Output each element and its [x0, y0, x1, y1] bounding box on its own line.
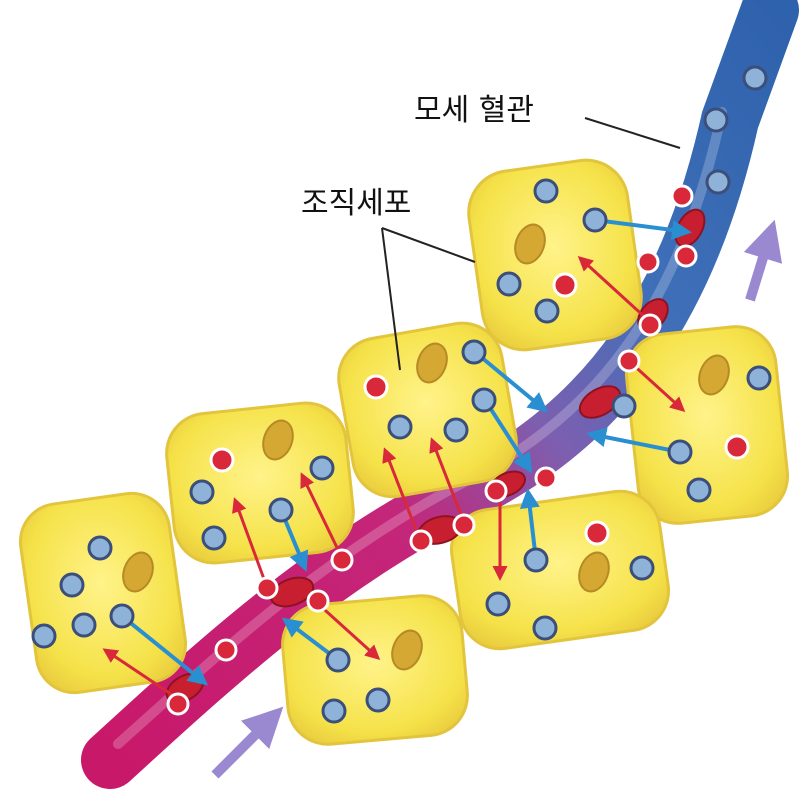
oxygen-molecule — [619, 351, 639, 371]
co2-molecule — [61, 574, 83, 596]
oxygen-molecule — [216, 640, 236, 660]
tissue-cell — [279, 592, 471, 747]
co2-molecule — [89, 537, 111, 559]
oxygen-molecule — [332, 550, 352, 570]
co2-molecule — [748, 367, 770, 389]
oxygen-molecule — [726, 436, 748, 458]
co2-molecule — [463, 341, 485, 363]
co2-molecule — [33, 625, 55, 647]
capillary-leader-line — [585, 118, 680, 148]
co2-molecule — [270, 499, 292, 521]
co2-molecule — [311, 457, 333, 479]
co2-molecule — [534, 617, 556, 639]
oxygen-molecule — [486, 481, 506, 501]
tissue-cell — [332, 317, 522, 503]
tissue-cell — [16, 488, 191, 697]
oxygen-molecule — [411, 531, 431, 551]
oxygen-molecule — [638, 252, 658, 272]
co2-molecule — [203, 527, 225, 549]
co2-molecule — [389, 416, 411, 438]
oxygen-molecule — [257, 578, 277, 598]
oxygen-molecule — [211, 449, 233, 471]
co2-molecule — [498, 273, 520, 295]
oxygen-molecule — [554, 274, 576, 296]
co2-molecule — [688, 479, 710, 501]
oxygen-molecule — [454, 515, 474, 535]
oxygen-molecule — [640, 315, 660, 335]
oxygen-molecule — [586, 522, 608, 544]
co2-molecule — [111, 605, 133, 627]
co2-molecule — [584, 209, 606, 231]
co2-molecule — [631, 557, 653, 579]
flow-arrow-icon — [750, 235, 770, 300]
co2-molecule — [705, 109, 727, 131]
co2-molecule — [191, 481, 213, 503]
oxygen-molecule — [536, 468, 556, 488]
co2-molecule — [367, 689, 389, 711]
co2-molecule — [487, 593, 509, 615]
co2-molecule — [613, 395, 635, 417]
co2-molecule — [445, 419, 467, 441]
oxygen-molecule — [168, 694, 188, 714]
tissue-cell — [163, 399, 358, 567]
co2-molecule — [473, 389, 495, 411]
oxygen-molecule — [672, 186, 692, 206]
tissue-cell-label: 조직세포 — [297, 185, 415, 223]
co2-molecule — [323, 700, 345, 722]
co2-molecule — [707, 171, 729, 193]
oxygen-molecule — [308, 591, 328, 611]
co2-molecule — [744, 67, 766, 89]
capillary-label: 모세 혈관 — [410, 92, 538, 130]
flow-arrow-icon — [215, 718, 272, 775]
tissue-leader-line — [382, 228, 475, 262]
co2-molecule — [525, 549, 547, 571]
oxygen-molecule — [676, 246, 696, 266]
co2-molecule — [327, 649, 349, 671]
co2-molecule — [73, 614, 95, 636]
co2-molecule — [535, 180, 557, 202]
oxygen-molecule — [365, 376, 387, 398]
co2-molecule — [669, 441, 691, 463]
co2-molecule — [536, 300, 558, 322]
